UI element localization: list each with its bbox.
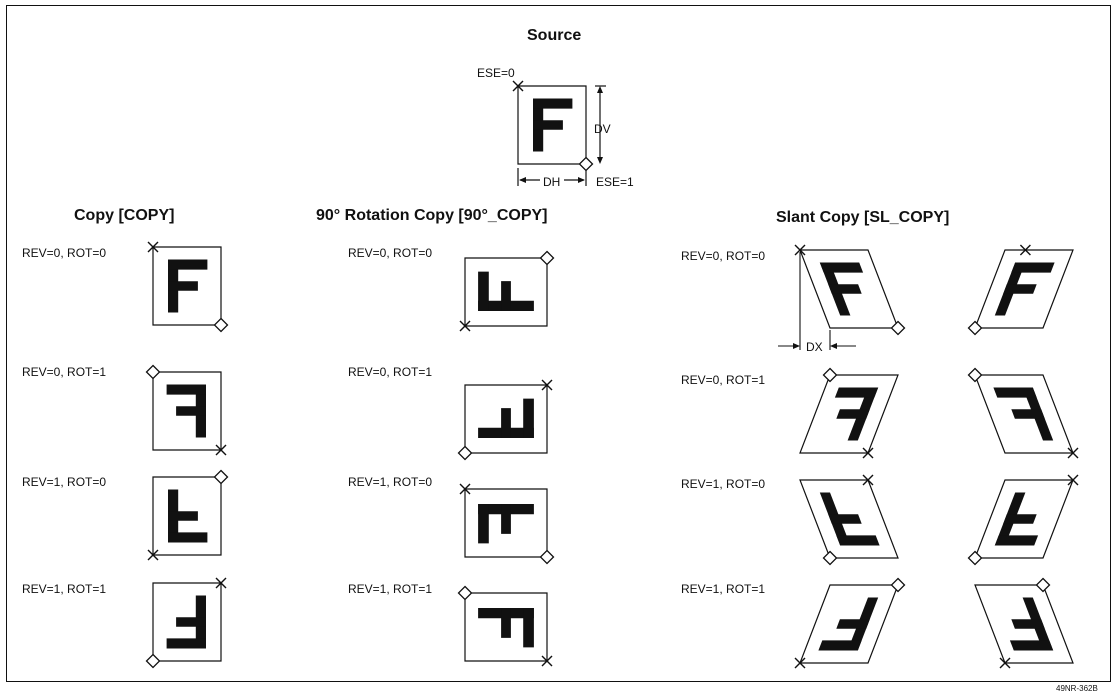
corner-cross-marker bbox=[794, 244, 806, 256]
glyph-f-stroke bbox=[533, 120, 563, 130]
glyph-f-stroke bbox=[836, 409, 870, 419]
glyph-f-stroke bbox=[478, 504, 489, 544]
corner-diamond-marker bbox=[145, 364, 161, 380]
glyph-f-stroke bbox=[168, 532, 208, 543]
glyph-f-stroke bbox=[1011, 409, 1045, 419]
glyph-f-stroke bbox=[1003, 284, 1037, 294]
slant-row4-label: REV=1, ROT=1 bbox=[681, 582, 766, 596]
glyph-f-stroke bbox=[501, 608, 511, 638]
source-title: Source bbox=[527, 27, 582, 44]
slant-row1-label: REV=0, ROT=0 bbox=[681, 249, 766, 263]
dimension-arrowhead bbox=[597, 86, 603, 93]
ese1-label: ESE=1 bbox=[596, 175, 634, 189]
dimension-arrowhead bbox=[830, 343, 837, 349]
glyph-f-stroke bbox=[818, 640, 862, 651]
corner-cross-marker bbox=[541, 655, 553, 667]
corner-diamond-marker bbox=[457, 585, 473, 601]
corner-cross-marker bbox=[147, 241, 159, 253]
dimension-arrowhead bbox=[578, 177, 585, 183]
corner-diamond-marker bbox=[213, 317, 229, 333]
glyph-f-stroke bbox=[501, 281, 511, 311]
copy-row4-label: REV=1, ROT=1 bbox=[22, 582, 107, 596]
corner-cross-marker bbox=[215, 577, 227, 589]
glyph-f-stroke bbox=[819, 262, 864, 273]
rot-row1-label: REV=0, ROT=0 bbox=[348, 246, 433, 260]
corner-diamond-marker bbox=[457, 445, 473, 461]
glyph-f-stroke bbox=[993, 387, 1037, 398]
glyph-f-stroke bbox=[836, 535, 880, 546]
glyph-f-stroke bbox=[176, 617, 206, 627]
slant-heading: Slant Copy [SL_COPY] bbox=[776, 209, 950, 226]
rot-row3-label: REV=1, ROT=0 bbox=[348, 475, 433, 489]
glyph-f-stroke bbox=[501, 408, 511, 438]
slant-row2-label: REV=0, ROT=1 bbox=[681, 373, 766, 387]
glyph-f-stroke bbox=[166, 638, 206, 649]
corner-cross-marker bbox=[512, 80, 524, 92]
glyph-f-stroke bbox=[168, 281, 198, 291]
copy-heading: Copy [COPY] bbox=[74, 207, 175, 224]
glyph-f-stroke bbox=[994, 535, 1039, 546]
dv-label: DV bbox=[594, 122, 611, 136]
glyph-f-stroke bbox=[176, 406, 206, 416]
corner-diamond-marker bbox=[1035, 577, 1051, 593]
copy-row1-label: REV=0, ROT=0 bbox=[22, 246, 107, 260]
glyph-f-stroke bbox=[1011, 262, 1055, 273]
corner-cross-marker bbox=[541, 379, 553, 391]
glyph-f-stroke bbox=[501, 504, 511, 534]
glyph-f-stroke bbox=[834, 387, 879, 398]
corner-cross-marker bbox=[459, 320, 471, 332]
corner-diamond-marker bbox=[967, 550, 983, 566]
rotation-heading: 90° Rotation Copy [90°_COPY] bbox=[316, 207, 548, 224]
slant-row3-label: REV=1, ROT=0 bbox=[681, 477, 766, 491]
glyph-f-stroke bbox=[1003, 514, 1037, 524]
corner-cross-marker bbox=[862, 447, 874, 459]
corner-diamond-marker bbox=[967, 367, 983, 383]
glyph-f-stroke bbox=[828, 284, 862, 294]
corner-cross-marker bbox=[459, 483, 471, 495]
rot-row2-label: REV=0, ROT=1 bbox=[348, 365, 433, 379]
corner-diamond-marker bbox=[539, 250, 555, 266]
glyph-f-stroke bbox=[523, 608, 534, 648]
corner-diamond-marker bbox=[213, 469, 229, 485]
dx-label: DX bbox=[806, 340, 823, 354]
glyph-f-stroke bbox=[478, 271, 489, 311]
corner-cross-marker bbox=[794, 657, 806, 669]
dimension-arrowhead bbox=[793, 343, 800, 349]
glyph-f-stroke bbox=[523, 398, 534, 438]
ese0-label: ESE=0 bbox=[477, 66, 515, 80]
glyph-f-stroke bbox=[1009, 640, 1054, 651]
glyph-f-stroke bbox=[1011, 619, 1045, 629]
glyph-f-stroke bbox=[828, 514, 862, 524]
dimension-arrowhead bbox=[597, 157, 603, 164]
rot-row4-label: REV=1, ROT=1 bbox=[348, 582, 433, 596]
corner-cross-marker bbox=[1067, 474, 1079, 486]
corner-diamond-marker bbox=[890, 577, 906, 593]
corner-diamond-marker bbox=[967, 320, 983, 336]
diagram-frame bbox=[6, 5, 1111, 682]
corner-cross-marker bbox=[1067, 447, 1079, 459]
corner-cross-marker bbox=[1019, 244, 1031, 256]
dh-label: DH bbox=[543, 175, 561, 189]
copy-row2-label: REV=0, ROT=1 bbox=[22, 365, 107, 379]
glyph-f-stroke bbox=[836, 619, 870, 629]
corner-cross-marker bbox=[999, 657, 1011, 669]
dimension-arrowhead bbox=[519, 177, 526, 183]
glyph-f-stroke bbox=[533, 98, 573, 109]
corner-cross-marker bbox=[215, 444, 227, 456]
glyph-f-stroke bbox=[166, 384, 206, 395]
glyph-f-stroke bbox=[168, 259, 208, 270]
corner-cross-marker bbox=[147, 549, 159, 561]
corner-diamond-marker bbox=[822, 367, 838, 383]
corner-diamond-marker bbox=[890, 320, 906, 336]
glyph-f-stroke bbox=[168, 511, 198, 521]
corner-diamond-marker bbox=[539, 549, 555, 565]
corner-diamond-marker bbox=[145, 653, 161, 669]
copy-row3-label: REV=1, ROT=0 bbox=[22, 475, 107, 489]
corner-cross-marker bbox=[862, 474, 874, 486]
corner-diamond-marker bbox=[822, 550, 838, 566]
figure-id: 49NR-362B bbox=[1056, 684, 1098, 693]
